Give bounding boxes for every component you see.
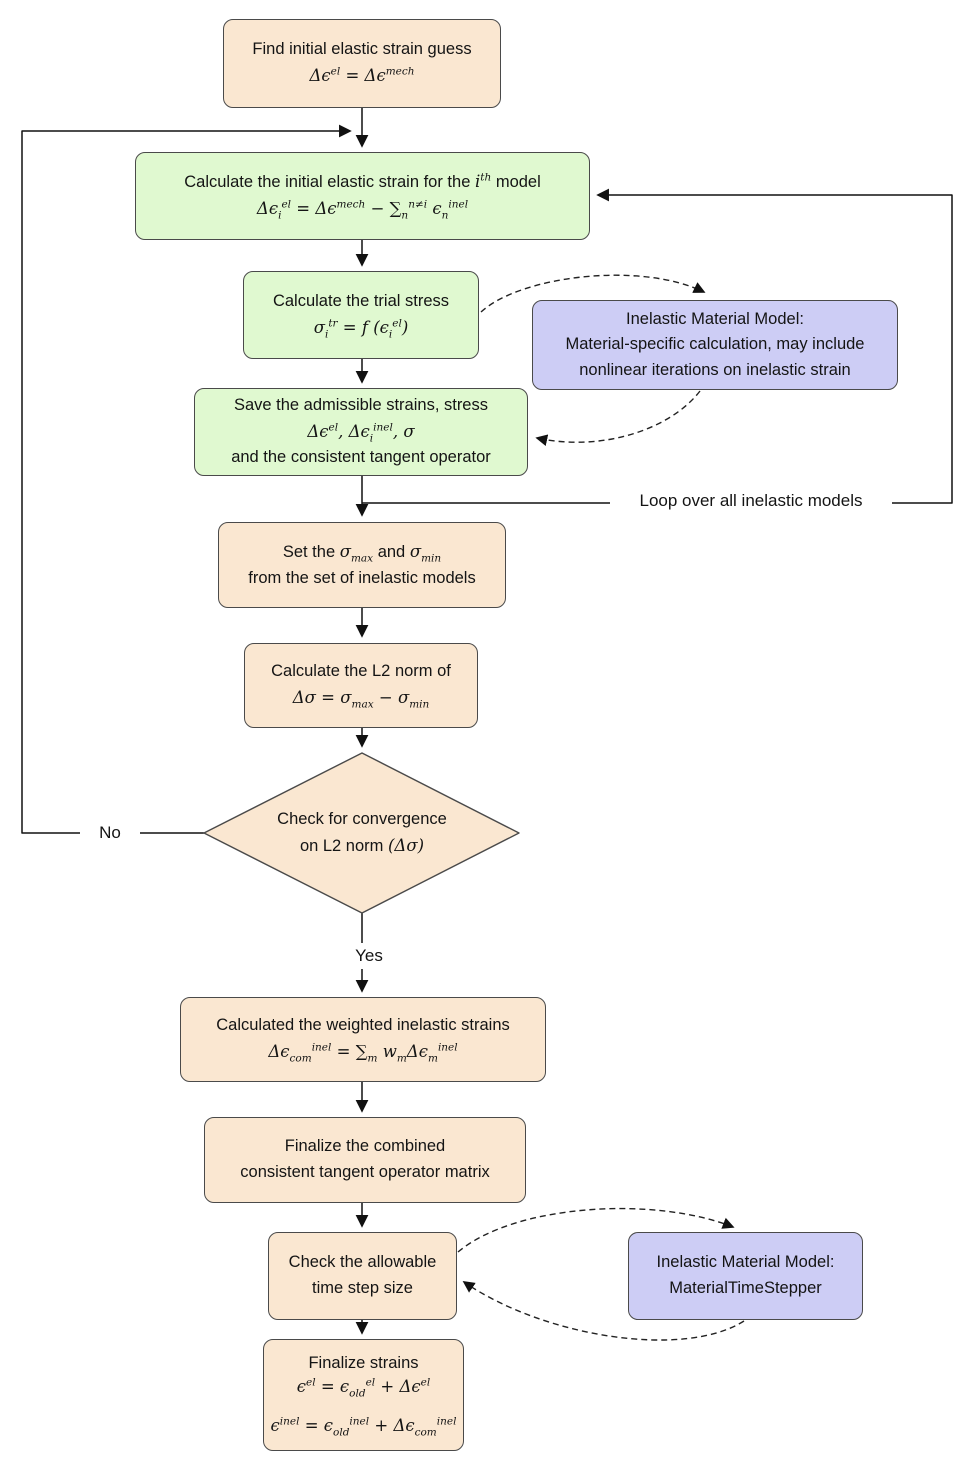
dashed-trial-to-model: [480, 274, 706, 313]
weighted-strains-box: Calculated the weighted inelastic strain…: [180, 997, 546, 1082]
dashed-stepper-to-timestep: [462, 1281, 745, 1341]
loop-label: Loop over all inelastic models: [610, 488, 892, 514]
timestepper-callout-box: Inelastic Material Model:MaterialTimeSte…: [628, 1232, 863, 1320]
initial-elastic-strain-text: Calculate the initial elastic strain for…: [184, 171, 541, 222]
no-label: No: [80, 820, 140, 846]
initial-elastic-strain-box: Calculate the initial elastic strain for…: [135, 152, 590, 240]
dashed-timestep-to-stepper: [457, 1207, 735, 1253]
yes-label: Yes: [334, 943, 404, 969]
inelastic-model-callout-box: Inelastic Material Model:Material-specif…: [532, 300, 898, 390]
weighted-strains-text: Calculated the weighted inelastic strain…: [216, 1016, 510, 1065]
dashed-model-to-save: [535, 390, 701, 446]
convergence-decision-diamond: [203, 752, 520, 914]
inelastic-model-callout-text: Inelastic Material Model:Material-specif…: [565, 309, 865, 379]
timestepper-callout-text: Inelastic Material Model:MaterialTimeSte…: [656, 1253, 835, 1297]
